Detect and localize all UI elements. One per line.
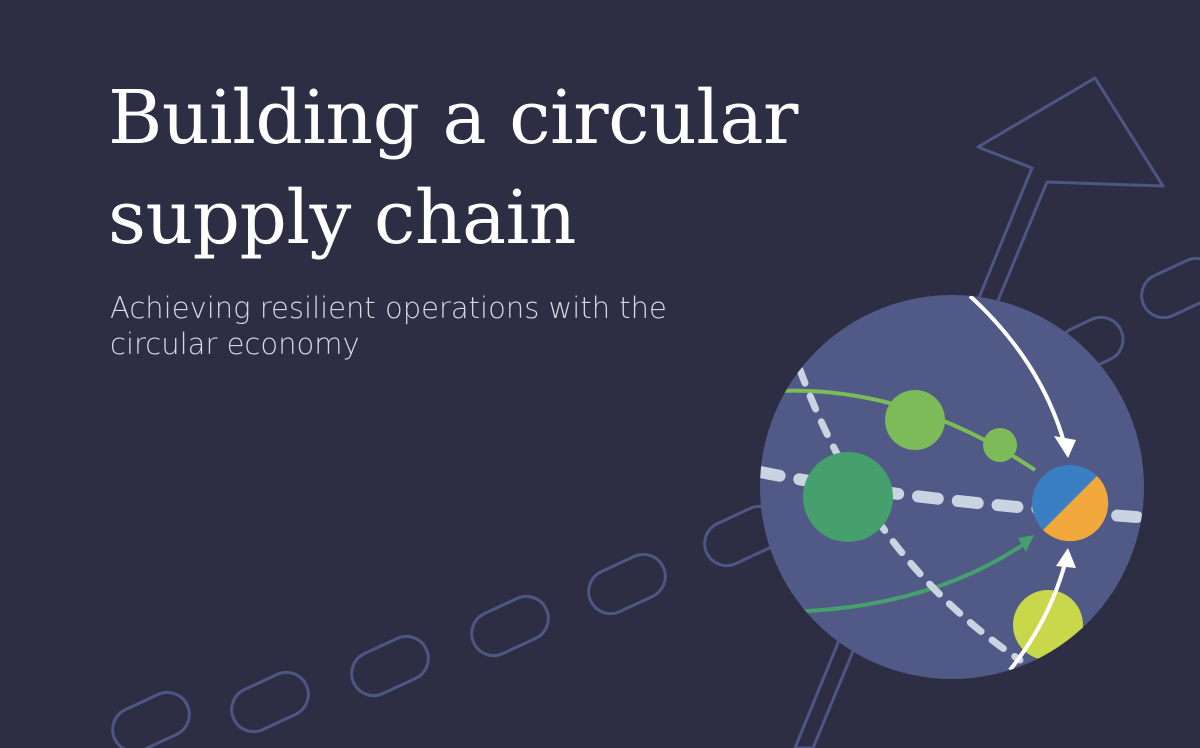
subtitle-line-2: circular economy: [110, 327, 360, 361]
globe-icon: [760, 295, 1144, 679]
chain-link-icon: [111, 256, 1200, 748]
subtitle-line-1: Achieving resilient operations with the: [110, 291, 667, 325]
page-subtitle: Achieving resilient operations with the …: [110, 290, 810, 362]
page-title: Building a circular supply chain: [108, 68, 928, 268]
title-line-1: Building a circular: [108, 75, 798, 161]
upward-arrow-icon: [793, 76, 1165, 748]
title-line-2: supply chain: [108, 175, 576, 261]
